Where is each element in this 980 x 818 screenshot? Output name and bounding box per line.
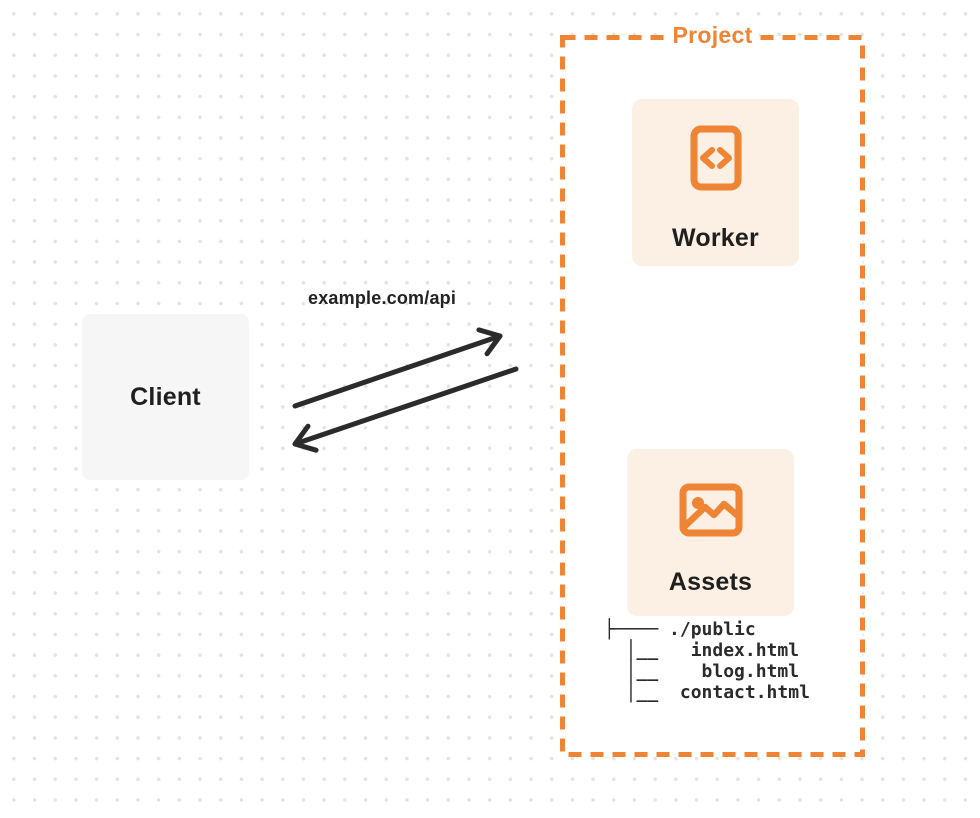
client-node: Client [82, 314, 249, 480]
response-arrow [292, 366, 519, 453]
image-icon [679, 483, 743, 542]
assets-label: Assets [668, 568, 753, 596]
response-arrowhead-icon [292, 423, 319, 453]
client-label: Client [130, 382, 201, 411]
worker-label: Worker [672, 224, 759, 252]
request-arrowhead-icon [476, 327, 503, 357]
assets-file-tree: ├──── ./public │__ index.html │__ blog.h… [604, 619, 810, 703]
assets-node: Assets [627, 449, 794, 616]
request-url-label: example.com/api [308, 288, 457, 308]
request-arrow [292, 327, 503, 409]
worker-node: Worker [632, 99, 799, 266]
code-file-icon [690, 125, 742, 196]
